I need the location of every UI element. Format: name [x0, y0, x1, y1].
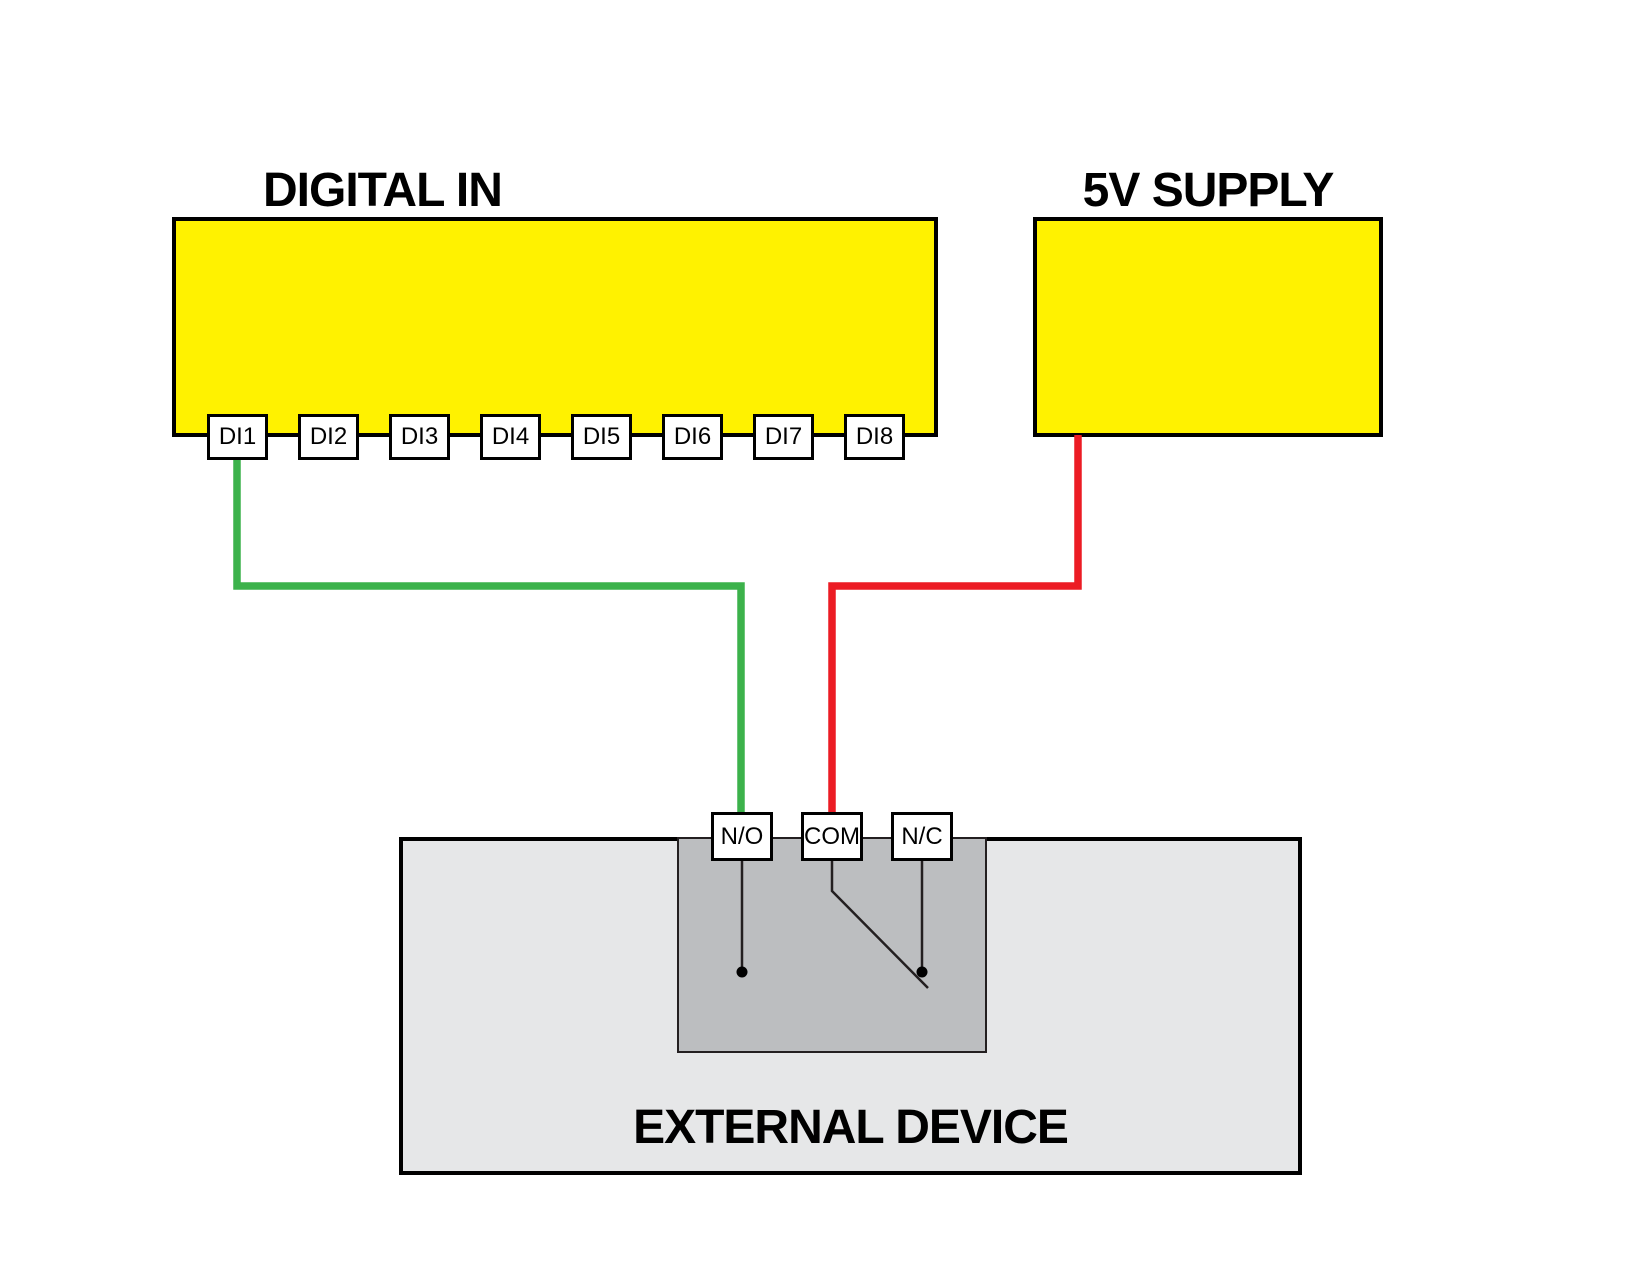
terminal-di8: DI8: [844, 414, 905, 460]
terminal-di1: DI1: [207, 414, 268, 460]
terminal-di3: DI3: [389, 414, 450, 460]
digital-in-title: DIGITAL IN: [263, 164, 503, 217]
digital-in-module-box: [172, 217, 938, 437]
relay-contact-box: [677, 837, 987, 1053]
terminal-di5: DI5: [571, 414, 632, 460]
terminal-com: COM: [801, 812, 863, 861]
supply-title: 5V SUPPLY: [1082, 164, 1335, 217]
red-wire: [828, 435, 1082, 813]
terminal-di2: DI2: [298, 414, 359, 460]
green-wire: [233, 457, 745, 813]
external-device-title: EXTERNAL DEVICE: [633, 1101, 1069, 1154]
terminal-no: N/O: [711, 812, 773, 861]
terminal-di7: DI7: [753, 414, 814, 460]
terminal-nc: N/C: [891, 812, 953, 861]
terminal-di6: DI6: [662, 414, 723, 460]
supply-module-box: [1033, 217, 1383, 437]
terminal-di4: DI4: [480, 414, 541, 460]
